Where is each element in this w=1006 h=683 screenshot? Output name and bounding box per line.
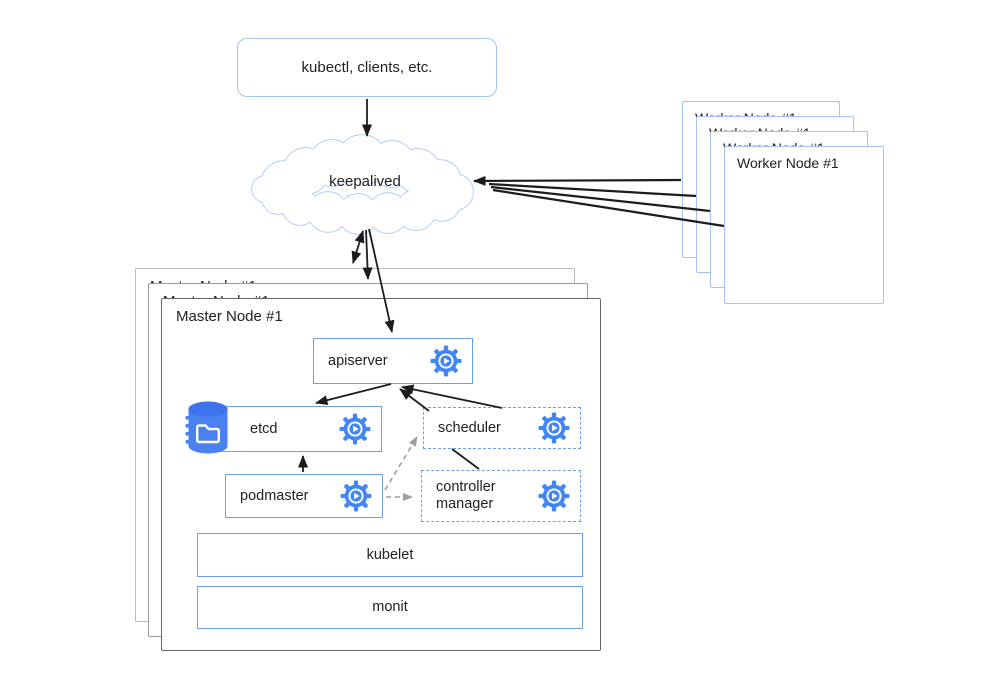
monit-box: monit [197, 586, 583, 629]
kubelet-box: kubelet [197, 533, 583, 577]
edge-keepalived-master-back [351, 230, 365, 264]
controller-manager-label: controller manager [436, 479, 496, 512]
gear-icon [338, 412, 372, 446]
cloud-label: keepalived [329, 173, 401, 190]
etcd-box: etcd [205, 406, 382, 452]
kubelet-label: kubelet [366, 546, 414, 563]
kubectl-clients-box: kubectl, clients, etc. [237, 38, 497, 97]
master-node-label: Master Node #1 [176, 308, 283, 325]
gear-icon [537, 479, 571, 513]
podmaster-label: podmaster [240, 487, 309, 504]
apiserver-box: apiserver [313, 338, 473, 384]
gear-icon [429, 344, 463, 378]
etcd-label: etcd [250, 420, 278, 437]
worker-node-box-1: Worker Node #1 [724, 146, 884, 304]
controller-manager-box: controller manager [421, 470, 581, 522]
scheduler-label: scheduler [438, 419, 501, 436]
apiserver-label: apiserver [328, 352, 388, 369]
gear-icon [537, 411, 571, 445]
gear-icon [339, 479, 373, 513]
kubectl-clients-label: kubectl, clients, etc. [301, 59, 433, 76]
podmaster-box: podmaster [225, 474, 383, 518]
worker-node-label: Worker Node #1 [737, 155, 839, 171]
database-folder-icon [184, 399, 232, 457]
scheduler-box: scheduler [423, 407, 581, 449]
monit-label: monit [372, 599, 408, 616]
